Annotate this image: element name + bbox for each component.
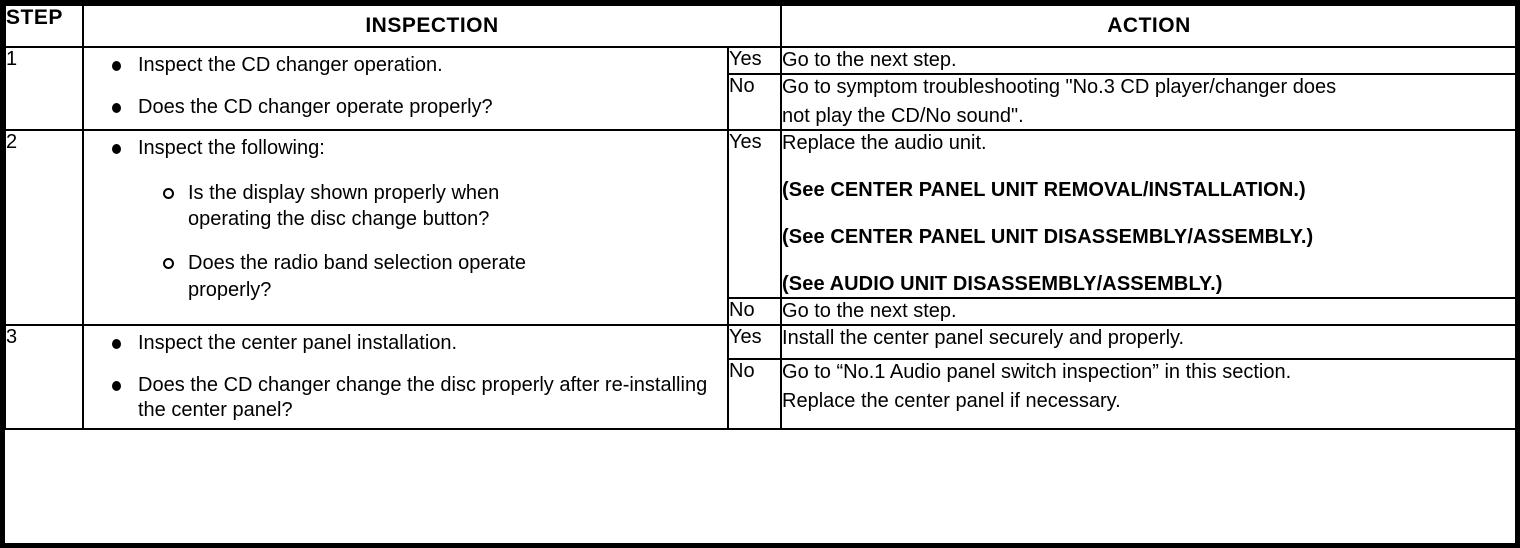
column-header-step: STEP (4, 4, 84, 48)
frame-border-top (0, 0, 1520, 5)
action-reference-text: (See CENTER PANEL UNIT REMOVAL/INSTALLAT… (782, 179, 1306, 201)
answer-label-yes: Yes (726, 46, 783, 75)
inspection-text: Inspect the CD changer operation. (138, 54, 443, 76)
action-cell: Replace the audio unit. (See CENTER PANE… (780, 129, 1519, 299)
action-text: Replace the audio unit. (782, 132, 987, 154)
table-row: 3 Inspect the center panel installation.… (4, 324, 1519, 430)
list-item: Does the CD changer operate properly? (84, 95, 727, 121)
frame-border-left (0, 0, 5, 548)
inspection-sub-bullet-list: Is the display shown properly when opera… (138, 180, 727, 304)
inspection-cell: Inspect the CD changer operation. Does t… (82, 46, 729, 131)
inspection-text: Does the CD changer operate properly? (138, 95, 493, 118)
action-text: Go to “No.1 Audio panel switch inspectio… (782, 360, 1292, 383)
action-cell: Go to the next step. (780, 46, 1519, 75)
frame-border-right (1515, 0, 1520, 548)
bullet-dot-icon (112, 339, 121, 349)
hollow-circle-bullet-icon (163, 187, 174, 199)
list-item: Inspect the center panel installation. (84, 331, 727, 357)
inspection-bullet-list: Inspect the CD changer operation. Does t… (84, 53, 727, 120)
action-text: Replace the center panel if necessary. (782, 389, 1121, 412)
list-item: Does the radio band selection operate pr… (138, 250, 727, 303)
action-cell: Go to the next step. (780, 297, 1519, 326)
inspection-sub-text: properly? (188, 278, 272, 301)
table-row: No Go to “No.1 Audio panel switch inspec… (5, 357, 1519, 430)
table-row: 1 Inspect the CD changer operation. Does… (4, 46, 1519, 131)
list-item: Is the display shown properly when opera… (138, 180, 727, 233)
bullet-dot-icon (112, 380, 121, 391)
bullet-dot-icon (112, 144, 121, 154)
answer-label-no: No (726, 357, 783, 430)
list-item: Does the CD changer change the disc prop… (84, 373, 727, 424)
action-text: Go to the next step. (782, 300, 957, 322)
step-number: 2 (4, 129, 84, 326)
answer-label-no: No (726, 297, 783, 326)
action-cell: Go to symptom troubleshooting "No.3 CD p… (780, 73, 1519, 131)
inspection-sub-text: Does the radio band selection operate (188, 252, 527, 275)
list-item: Inspect the following: Is the display sh… (84, 136, 727, 303)
column-header-action: ACTION (780, 4, 1519, 48)
action-cell: Go to “No.1 Audio panel switch inspectio… (780, 357, 1519, 430)
action-text: Go to symptom troubleshooting "No.3 CD p… (782, 76, 1337, 98)
frame-border-bottom (0, 543, 1520, 548)
action-cell: Install the center panel securely and pr… (780, 324, 1519, 360)
answer-label-no: No (726, 73, 783, 131)
table-header-row: STEP INSPECTION ACTION (4, 4, 1519, 48)
action-reference-text: (See AUDIO UNIT DISASSEMBLY/ASSEMBLY.) (782, 273, 1223, 295)
table-row: No Go to the next step. (5, 297, 1519, 326)
inspection-text: Inspect the center panel installation. (138, 332, 458, 354)
inspection-text: Does the CD changer change the disc prop… (138, 373, 708, 422)
bullet-dot-icon (112, 61, 121, 71)
hollow-circle-bullet-icon (163, 258, 174, 270)
inspection-text: Inspect the following: (138, 137, 325, 159)
bullet-dot-icon (112, 102, 121, 113)
answer-label-yes: Yes (726, 129, 783, 299)
inspection-bullet-list: Inspect the following: Is the display sh… (84, 136, 727, 303)
action-reference-text: (See CENTER PANEL UNIT DISASSEMBLY/ASSEM… (782, 226, 1314, 248)
answer-label-yes: Yes (726, 324, 783, 360)
inspection-cell: Inspect the center panel installation. D… (82, 324, 729, 430)
list-item: Inspect the CD changer operation. (84, 53, 727, 79)
inspection-bullet-list: Inspect the center panel installation. D… (84, 331, 727, 424)
step-number: 3 (4, 324, 84, 430)
step-number: 1 (4, 46, 84, 131)
inspection-sub-text: operating the disc change button? (188, 207, 490, 230)
action-text: not play the CD/No sound". (782, 105, 1024, 127)
column-header-inspection: INSPECTION (81, 4, 783, 48)
action-text: Install the center panel securely and pr… (782, 327, 1185, 349)
table-row: 2 Inspect the following: Is the display … (4, 129, 1519, 326)
inspection-cell: Inspect the following: Is the display sh… (82, 129, 729, 326)
inspection-sub-text: Is the display shown properly when (188, 181, 500, 204)
action-text: Go to the next step. (782, 49, 957, 71)
troubleshooting-table: STEP INSPECTION ACTION 1 Inspect the CD … (4, 4, 1519, 430)
